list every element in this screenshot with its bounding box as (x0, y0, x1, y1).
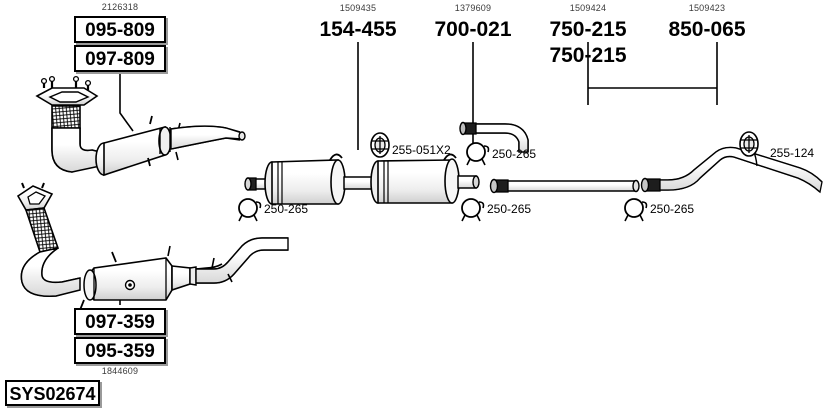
reference-number: 2126318 (101, 2, 139, 12)
icon-clamp-250-265-top (466, 142, 490, 166)
part-number-box[interactable]: 095-809 (74, 16, 166, 43)
part-bent-connector-pipe (459, 121, 529, 153)
accessory-label[interactable]: 250-265 (650, 202, 695, 216)
part-number[interactable]: 850-065 (668, 18, 746, 41)
leader-lines (119, 42, 718, 305)
part-number[interactable]: 750-215 (549, 18, 627, 41)
accessory-label[interactable]: 255-124 (770, 146, 815, 160)
part-number-box[interactable]: 097-809 (74, 45, 166, 72)
system-code-box[interactable]: SYS02674 (5, 380, 100, 406)
icon-clamp-250-265-right (624, 198, 648, 222)
reference-number: 1844609 (101, 366, 139, 376)
icon-clamp-250-265-left (238, 198, 262, 222)
part-tail-pipe (640, 146, 823, 194)
part-front-pipe-resonator-upper (35, 75, 246, 177)
icon-gasket-255-051 (370, 132, 390, 158)
accessory-label[interactable]: 250-265 (492, 147, 537, 161)
part-centre-silencer-assembly (244, 153, 480, 205)
part-number-box[interactable]: 095-359 (74, 337, 166, 364)
accessory-label[interactable]: 250-265 (264, 202, 309, 216)
part-number[interactable]: 154-455 (319, 18, 397, 41)
part-intermediate-pipe (489, 178, 640, 194)
icon-clamp-250-265-mid (461, 198, 485, 222)
reference-number: 1509423 (688, 3, 726, 13)
part-front-pipe-catalytic-converter-lower (16, 182, 289, 311)
part-number[interactable]: 700-021 (434, 18, 512, 41)
part-number-box[interactable]: 097-359 (74, 308, 166, 335)
icon-gasket-255-124 (739, 131, 759, 157)
reference-number: 1509435 (339, 3, 377, 13)
reference-number: 1509424 (569, 3, 607, 13)
accessory-label[interactable]: 250-265 (487, 202, 532, 216)
part-number[interactable]: 750-215 (549, 44, 627, 67)
accessory-label[interactable]: 255-051X2 (392, 143, 451, 157)
reference-number: 1379609 (454, 3, 492, 13)
